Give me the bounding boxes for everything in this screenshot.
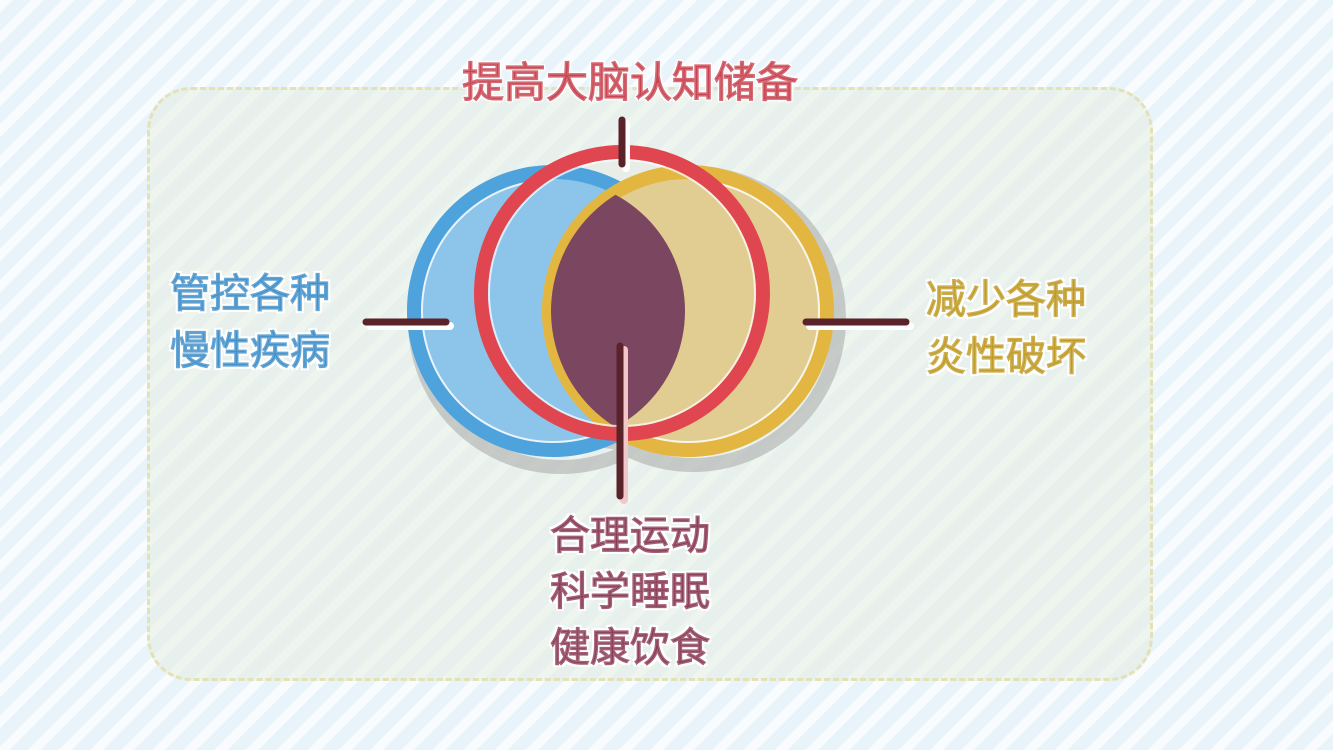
- connector-bottom: [616, 342, 628, 504]
- label-lifestyle: 合理运动 科学睡眠 健康饮食: [550, 513, 711, 672]
- label-chronic-disease: 管控各种 慢性疾病: [170, 271, 331, 375]
- connector-left: [362, 318, 454, 330]
- label-cognitive-reserve: 提高大脑认知储备: [461, 58, 799, 108]
- connector-right: [802, 318, 914, 330]
- label-inflammation: 减少各种 炎性破坏: [926, 277, 1087, 381]
- connector-top: [618, 116, 630, 172]
- connectors: [362, 116, 914, 504]
